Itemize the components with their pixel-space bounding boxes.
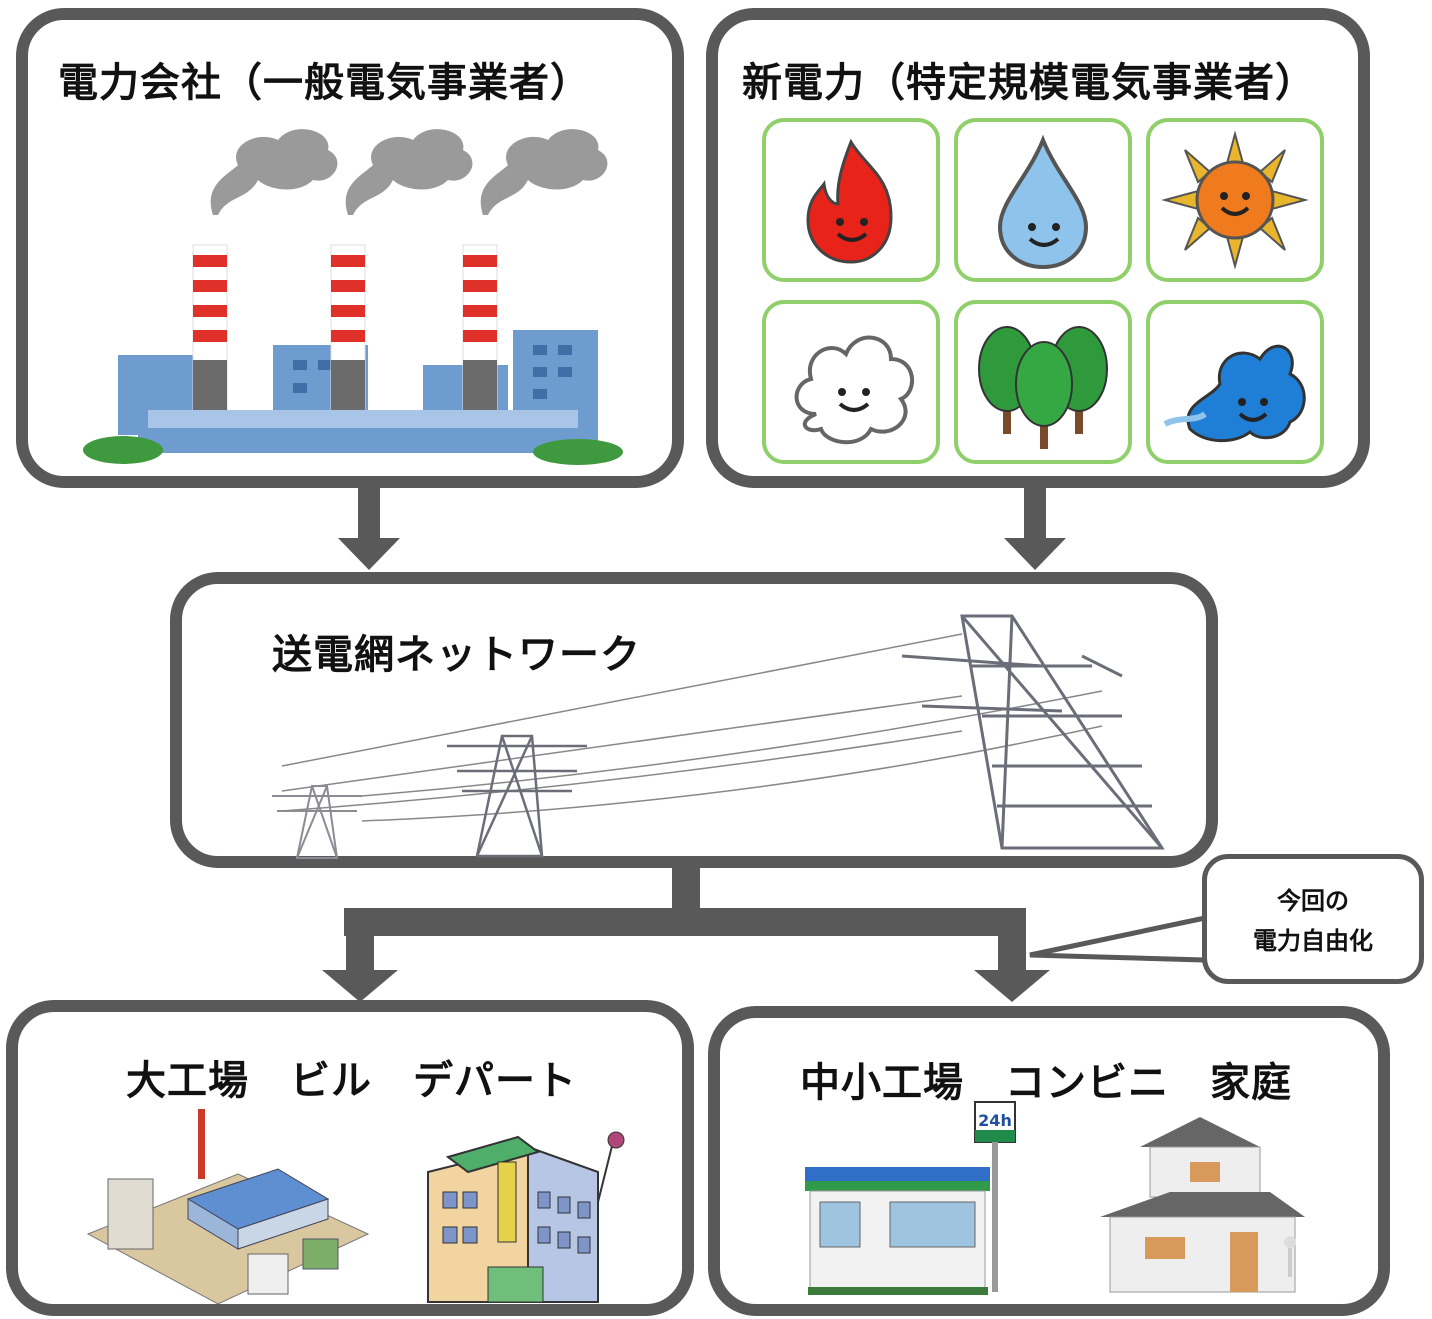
branch-left-drop — [346, 908, 374, 972]
liberalization-callout: 今回の 電力自由化 — [1202, 854, 1424, 984]
utility-box: 電力会社（一般電気事業者） — [16, 8, 684, 488]
large-consumers-title: 大工場 ビル デパート — [126, 1058, 577, 1104]
branch-bar — [344, 908, 1026, 936]
cloud-icon — [794, 335, 915, 445]
house-illustration — [1100, 1117, 1305, 1293]
power-plant-illustration — [83, 129, 623, 465]
arrow-newpower-to-grid-head — [1004, 538, 1066, 570]
transmission-towers-illustration — [272, 614, 1165, 859]
wind-icon — [1163, 344, 1306, 443]
arrow-to-large-head — [322, 970, 398, 1002]
callout-line-1: 今回の — [1277, 887, 1349, 915]
grid-title: 送電網ネットワーク — [272, 632, 641, 678]
large-consumers-box: 大工場 ビル デパート — [6, 1000, 694, 1316]
convenience-store-illustration: 24h — [805, 1101, 1016, 1295]
forest-icon — [978, 326, 1108, 449]
source-tile-wind — [1146, 300, 1324, 464]
small-consumers-title: 中小工場 コンビニ 家庭 — [800, 1060, 1292, 1106]
sun-icon — [1161, 130, 1309, 270]
arrow-utility-to-grid-head — [338, 538, 400, 570]
new-power-box: 新電力（特定規模電気事業者） — [706, 8, 1370, 488]
utility-title: 電力会社（一般電気事業者） — [58, 60, 591, 106]
arrow-to-small-head — [974, 970, 1050, 1002]
factory-complex-illustration — [86, 1109, 370, 1305]
callout-line-2: 電力自由化 — [1253, 927, 1373, 955]
callout-pointer — [1029, 914, 1208, 963]
branch-right-drop — [998, 908, 1026, 972]
small-consumers-box: 中小工場 コンビニ 家庭 24h — [708, 1006, 1390, 1316]
new-power-title: 新電力（特定規模電気事業者） — [742, 60, 1316, 106]
arrow-utility-to-grid — [358, 480, 380, 540]
fire-icon — [806, 138, 893, 264]
source-tile-water — [954, 118, 1132, 282]
source-tile-cloud — [762, 300, 940, 464]
grid-box: 送電網ネットワーク — [170, 572, 1218, 868]
water-drop-icon — [997, 134, 1089, 270]
store-24h-sign: 24h — [978, 1111, 1012, 1130]
source-tile-forest — [954, 300, 1132, 464]
branch-stem — [672, 866, 700, 912]
source-tile-sun — [1146, 118, 1324, 282]
arrow-newpower-to-grid — [1024, 486, 1046, 540]
department-store-illustration — [427, 1131, 625, 1303]
source-tile-fire — [762, 118, 940, 282]
